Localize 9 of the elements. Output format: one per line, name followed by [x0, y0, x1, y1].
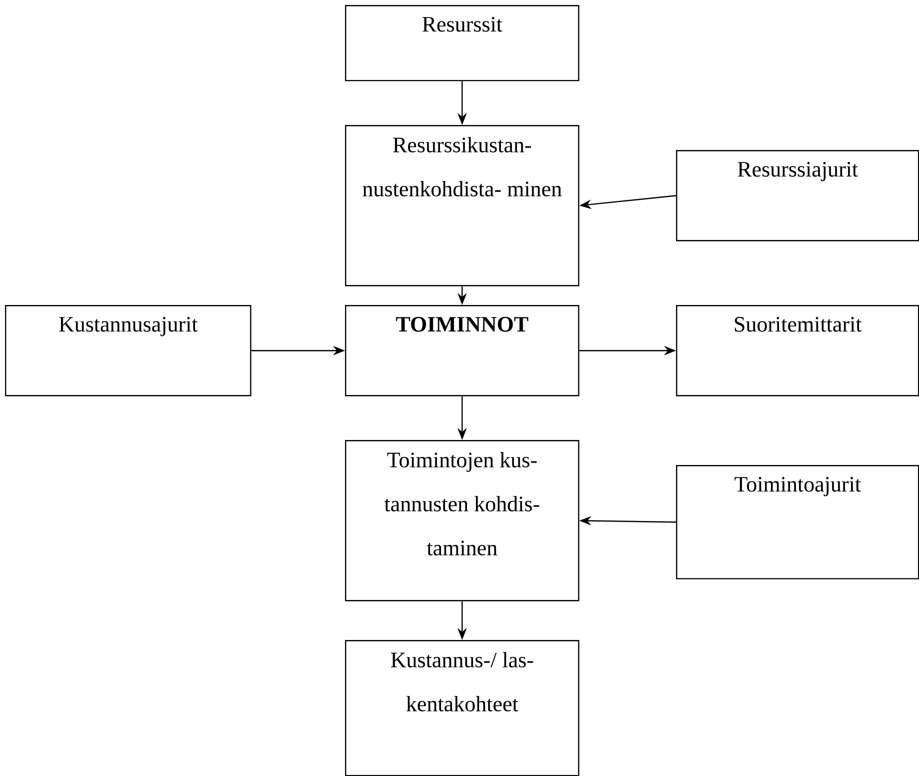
process-box: Kustannusajurit [5, 305, 252, 396]
process-box: Kustannus-/ las- kentakohteet [345, 640, 580, 776]
process-box: TOIMINNOT [345, 305, 580, 396]
process-box: Resurssiajurit [676, 150, 919, 242]
process-box: Toimintojen kus- tannusten kohdis- taminen [345, 440, 580, 602]
process-box: Suoritemittarit [676, 305, 919, 396]
process-box: Toimintoajurit [676, 465, 919, 580]
process-box: Resurssikustan- nustenkohdista- minen [345, 125, 580, 286]
process-box: Resurssit [345, 5, 580, 82]
